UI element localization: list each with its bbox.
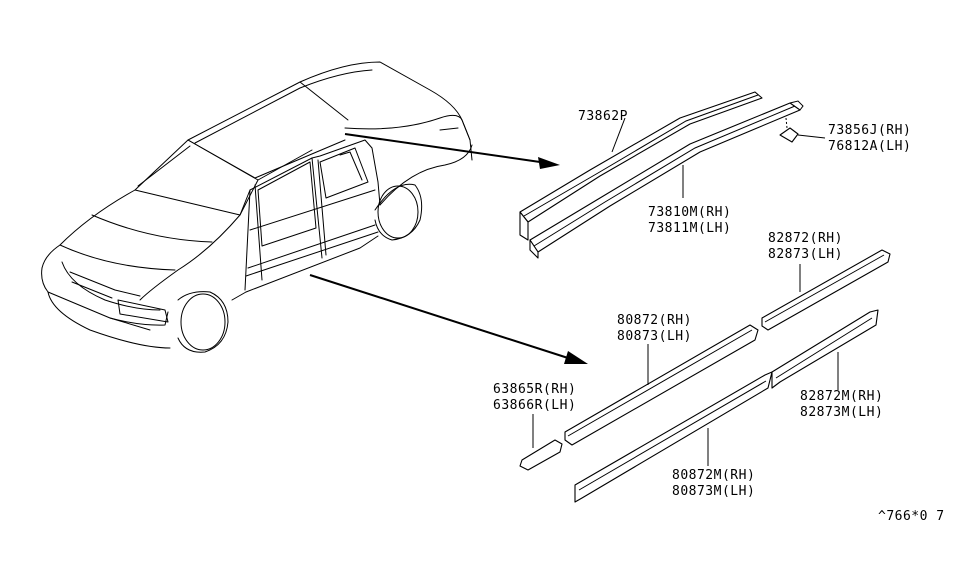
- label-82873: 82873(LH): [768, 247, 843, 262]
- label-63866R: 63866R(LH): [493, 398, 576, 413]
- label-82873M: 82873M(LH): [800, 405, 883, 420]
- door-molding-82872M: [771, 309, 879, 389]
- end-cap-63865R: [519, 439, 563, 471]
- label-82872: 82872(RH): [768, 231, 843, 246]
- diagram-reference-code: ^766*0 7: [878, 509, 945, 524]
- label-73862P: 73862P: [578, 109, 628, 124]
- leader-73856J: [797, 134, 826, 139]
- callout-arrow-side: [309, 274, 588, 364]
- label-73811M: 73811M(LH): [648, 221, 731, 236]
- leader-73862P: [611, 117, 626, 153]
- roof-clip-73856J: [779, 117, 799, 143]
- label-80872M: 80872M(RH): [672, 468, 755, 483]
- label-82872M: 82872M(RH): [800, 389, 883, 404]
- label-76812A: 76812A(LH): [828, 139, 911, 154]
- door-molding-80872: [564, 324, 759, 446]
- sedan-illustration: [41, 61, 473, 353]
- label-63865R: 63865R(RH): [493, 382, 576, 397]
- roof-molding-73810M: [529, 100, 804, 259]
- callout-arrow-roof: [344, 133, 560, 169]
- label-80872: 80872(RH): [617, 313, 692, 328]
- door-molding-82872: [761, 249, 891, 331]
- label-73856J: 73856J(RH): [828, 123, 911, 138]
- label-80873: 80873(LH): [617, 329, 692, 344]
- door-molding-80872M: [574, 371, 773, 503]
- roof-molding-73862P: [519, 91, 763, 241]
- label-80873M: 80873M(LH): [672, 484, 755, 499]
- label-73810M: 73810M(RH): [648, 205, 731, 220]
